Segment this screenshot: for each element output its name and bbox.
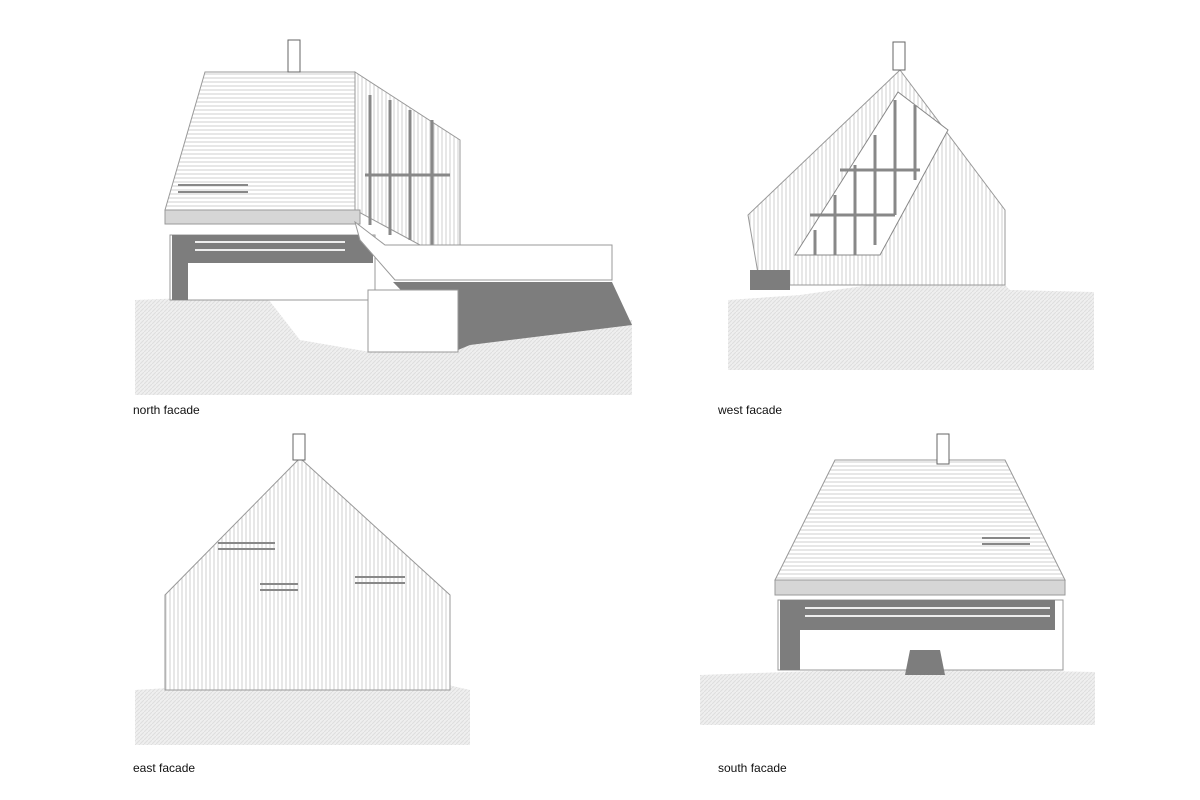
west-facade-drawing — [728, 41, 1094, 370]
north-facade-label: north facade — [133, 403, 200, 417]
east-facade-drawing — [135, 433, 470, 745]
east-facade-label: east facade — [133, 761, 196, 775]
north-facade-drawing — [135, 39, 632, 395]
south-facade-drawing — [700, 433, 1095, 725]
chimney — [287, 39, 301, 73]
roof-slab — [354, 220, 613, 281]
roof — [164, 71, 356, 211]
shadow — [172, 235, 188, 300]
ground — [135, 295, 632, 395]
south-facade-label: south facade — [718, 761, 787, 775]
west-facade-label: west facade — [718, 403, 783, 417]
